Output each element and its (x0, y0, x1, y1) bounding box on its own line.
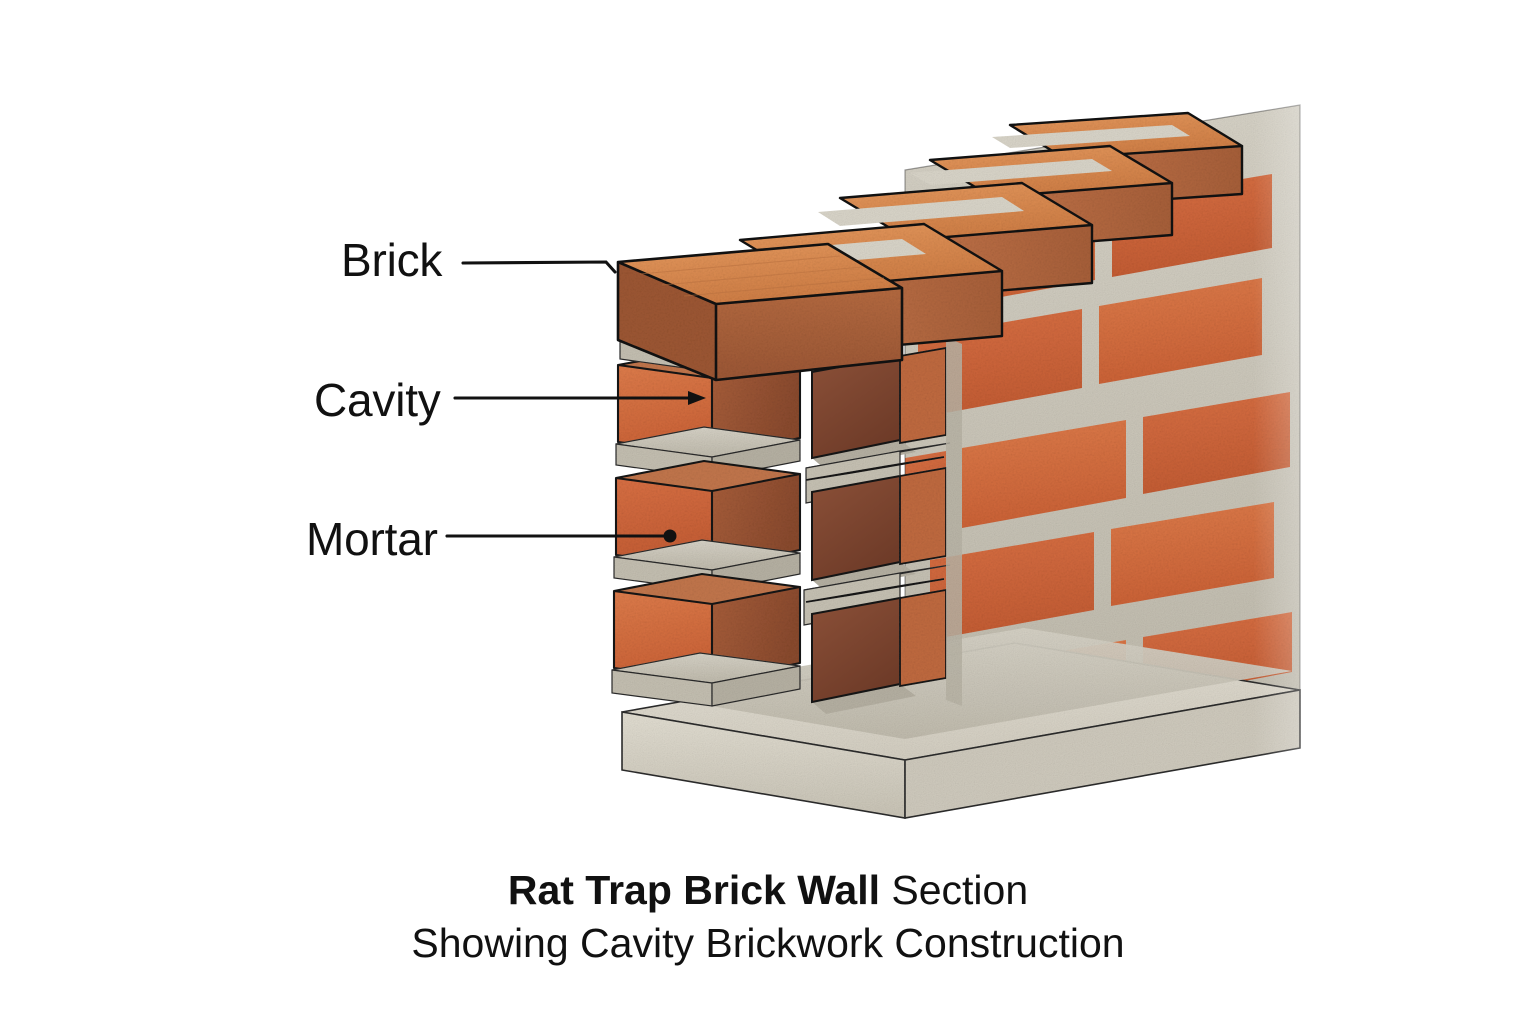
leader-arrowhead-cavity (688, 391, 706, 405)
caption-subtitle: Showing Cavity Brickwork Construction (411, 920, 1125, 966)
caption-title-regular: Section (880, 867, 1029, 913)
cavity-void-1 (805, 336, 947, 470)
concrete-foundation-slab (621, 628, 1301, 819)
cut-brick-course-a (616, 347, 802, 457)
leader-line-brick (461, 260, 617, 274)
cavity-void-2 (805, 456, 947, 592)
top-brick-3 (838, 181, 1094, 300)
cavity-voids (803, 336, 962, 714)
leader-dot-mortar (663, 529, 677, 543)
top-course-bricks (616, 111, 1244, 382)
cut-brick-course-c (612, 572, 802, 683)
top-brick-2 (738, 222, 1004, 354)
cut-brick-course-b (614, 459, 802, 570)
caption-title-bold: Rat Trap Brick Wall (507, 867, 880, 913)
top-brick-5 (1008, 111, 1244, 208)
caption-title: Rat Trap Brick Wall Section (0, 866, 1536, 914)
top-brick-4 (928, 144, 1174, 251)
wall-face-elevation (904, 104, 1301, 761)
cavity-void-3 (805, 578, 947, 714)
leader-lines (445, 260, 690, 538)
label-brick: Brick (341, 234, 443, 286)
label-cavity: Cavity (314, 374, 441, 426)
label-mortar: Mortar (306, 513, 438, 565)
left-cut-leaf (611, 323, 803, 707)
top-brick-1-labelled (616, 242, 904, 382)
